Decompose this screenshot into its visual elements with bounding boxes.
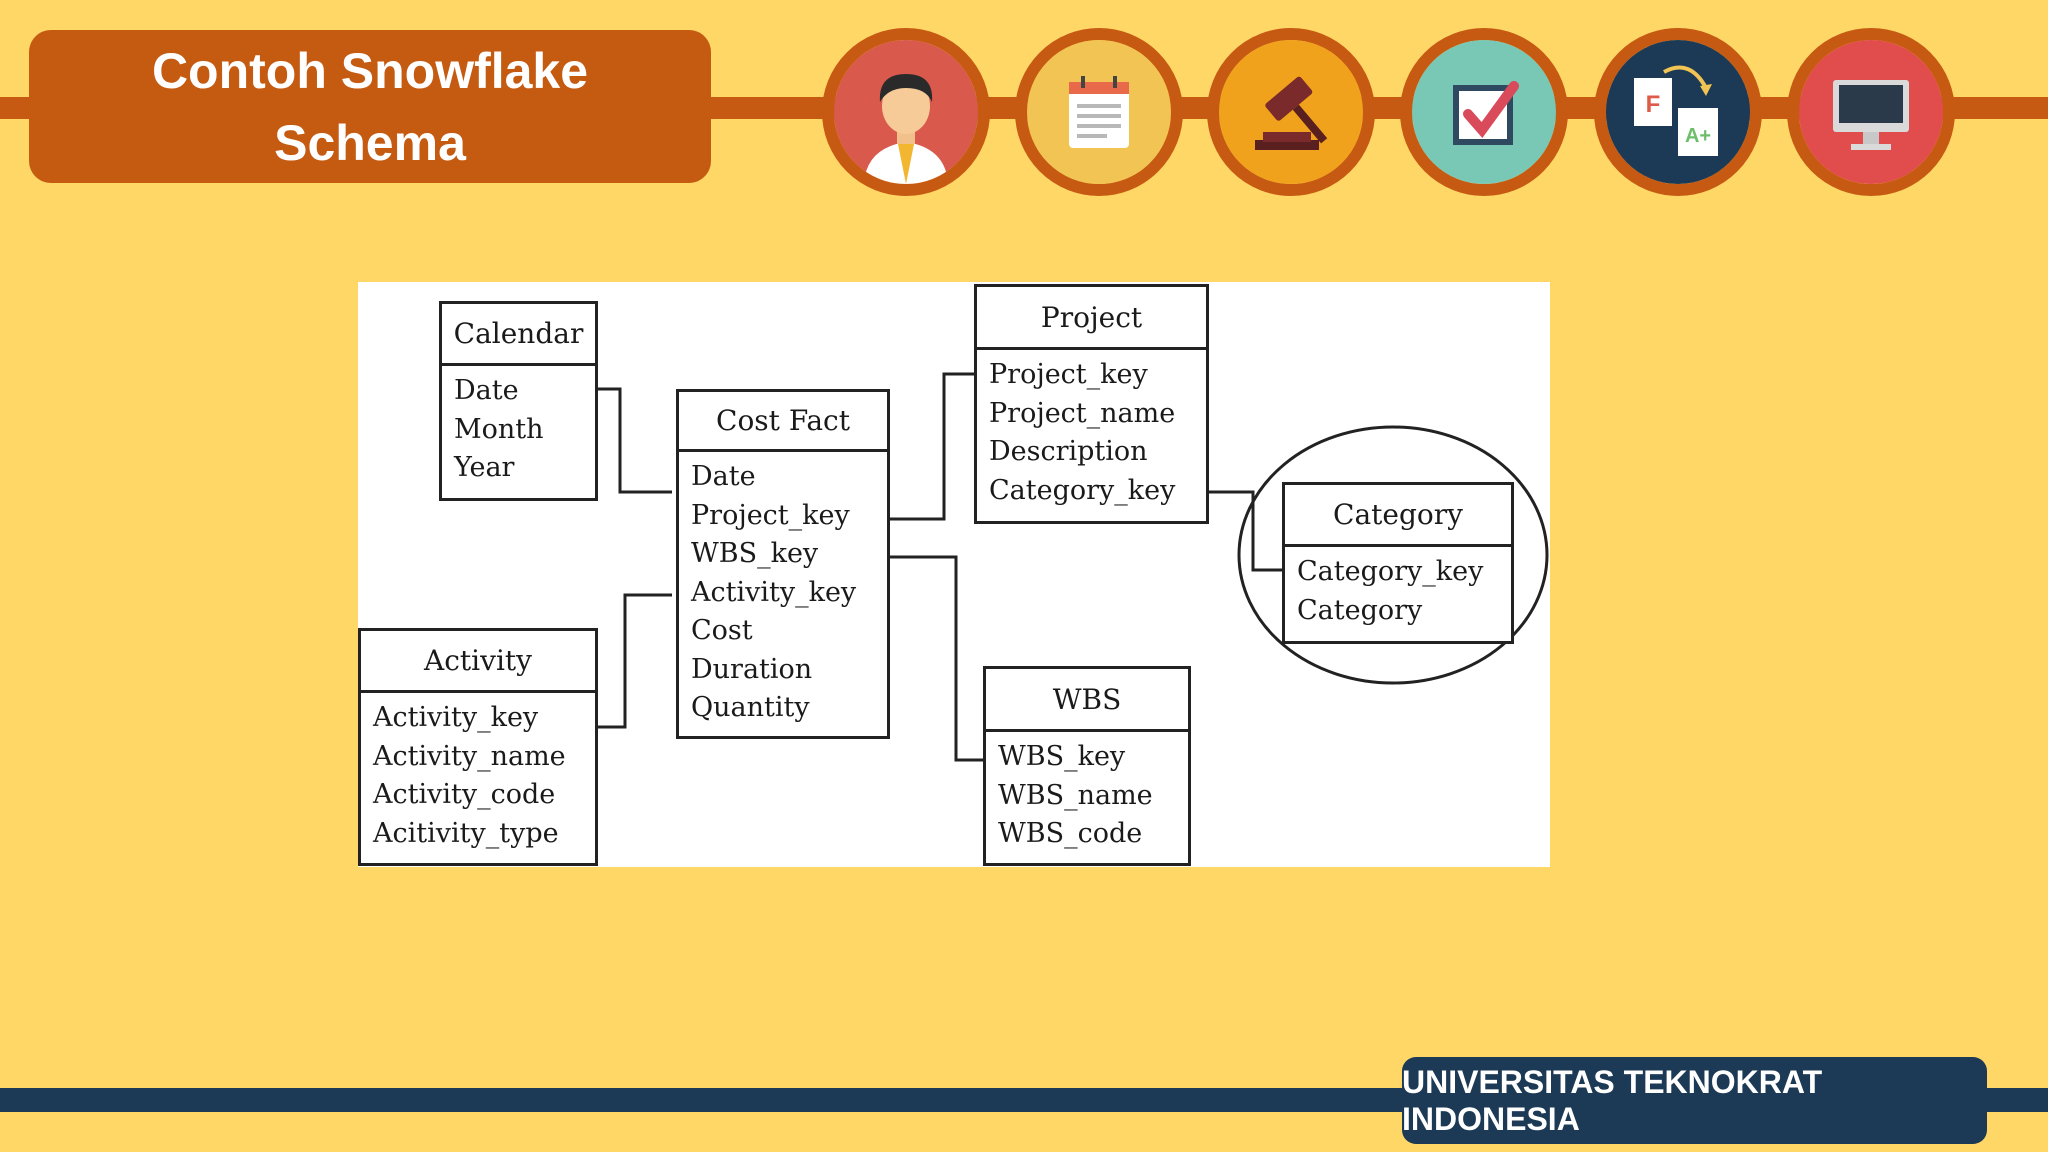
table-field: Year [454,452,515,483]
table-field: Duration [691,653,813,685]
table-field: Project_key [989,359,1148,390]
table-field: Category_key [1297,556,1484,587]
slide-title: Contoh Snowflake Schema [29,30,711,183]
table-title: Cost Fact [679,392,887,452]
category-table: Category Category_key Category [1282,482,1514,644]
table-field: WBS_key [998,741,1126,772]
table-field: Description [989,436,1148,467]
table-field: Activity_key [373,702,539,733]
table-title: Calendar [442,304,595,366]
wbs-table: WBS WBS_key WBS_name WBS_code [983,666,1191,866]
slide-title-line1: Contoh Snowflake [151,42,589,99]
table-title: Project [977,287,1206,350]
table-field: Category_key [989,474,1176,506]
person-icon [822,28,990,196]
table-field: WBS_code [998,818,1143,849]
snowflake-schema-diagram: Calendar Date Month Year Cost Fact Date … [358,282,1550,867]
table-field: Acitivity_type [373,817,559,849]
activity-table: Activity Activity_key Activity_name Acti… [358,628,598,866]
cost-fact-table: Cost Fact Date Project_key WBS_key Activ… [676,389,890,739]
table-field: WBS_key [691,538,819,569]
svg-text:F: F [1646,91,1661,118]
calendar-notes-icon [1015,28,1183,196]
project-table: Project Project_key Project_name Descrip… [974,284,1209,524]
table-field: WBS_name [998,779,1153,811]
gavel-icon [1207,28,1375,196]
table-field: Activity_code [373,779,556,810]
grade-papers-icon: F A+ [1594,28,1762,196]
footer-institution: UNIVERSITAS TEKNOKRAT INDONESIA [1402,1057,1987,1144]
table-title: WBS [986,669,1188,732]
table-field: Activity_name [373,740,566,772]
slide-title-line2: Schema [274,114,466,171]
diagram-connectors [596,372,1549,762]
table-field: Project_name [989,397,1176,429]
category-highlight-circle [1237,425,1549,685]
table-field: Quantity [691,692,810,723]
table-title: Activity [361,631,595,693]
svg-text:A+: A+ [1685,125,1711,147]
table-field: Project_key [691,499,850,531]
calendar-table: Calendar Date Month Year [439,301,598,501]
table-field: Cost [691,615,753,646]
table-field: Activity_key [691,576,857,608]
table-field: Date [691,461,756,492]
checkbox-icon [1400,28,1568,196]
table-field: Month [454,413,544,445]
table-field: Date [454,375,519,406]
computer-monitor-icon [1787,28,1955,196]
table-title: Category [1285,485,1511,547]
table-field: Category [1297,594,1423,626]
